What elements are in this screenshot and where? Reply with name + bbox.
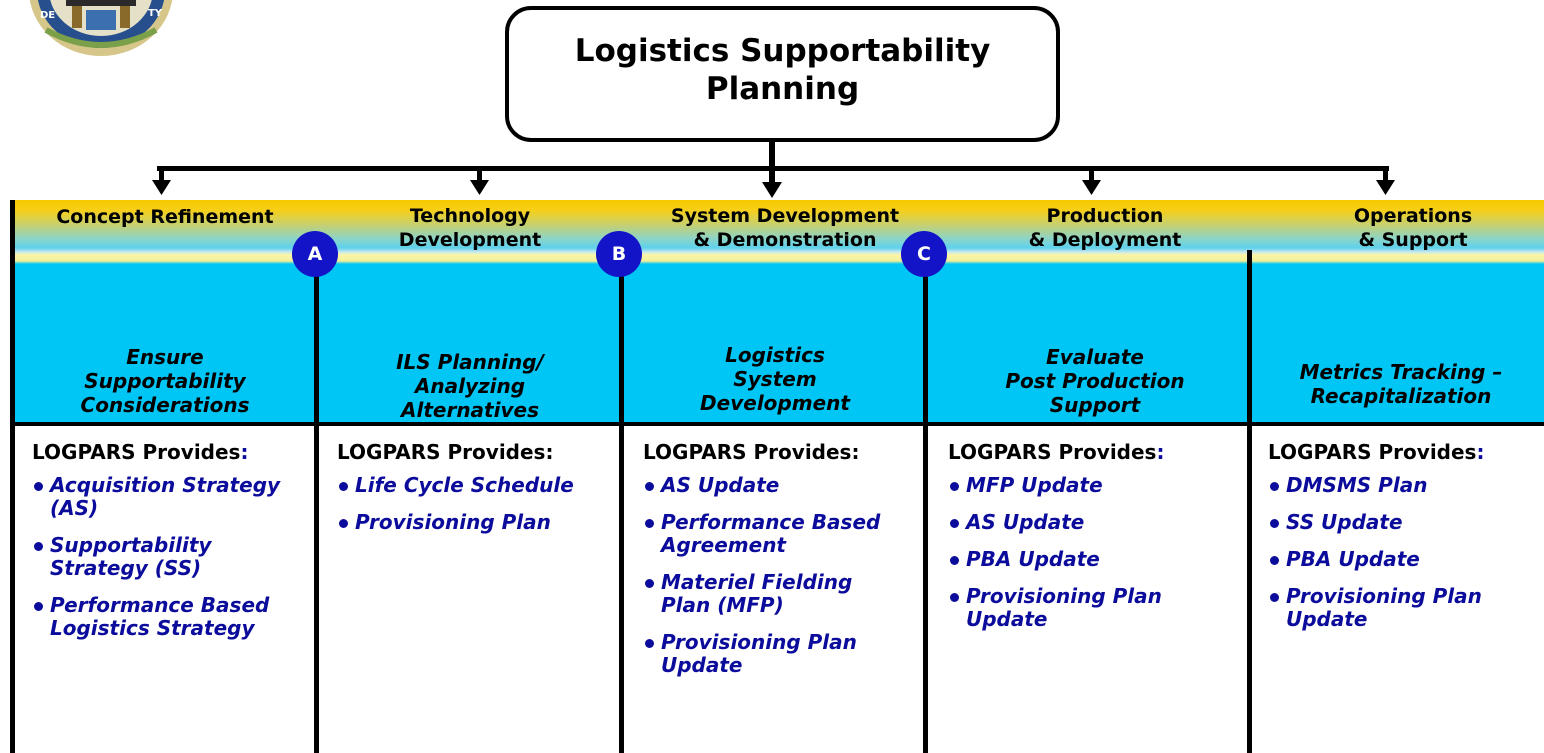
list-item: DMSMS Plan bbox=[1268, 474, 1542, 497]
activity-ensure-supportability: Ensure Supportability Considerations bbox=[80, 345, 250, 417]
activity-evaluate-post-production: Evaluate Post Production Support bbox=[1005, 345, 1185, 417]
provides-column-system-development: LOGPARS Provides: AS Update Performance … bbox=[643, 440, 921, 691]
provides-column-concept-refinement: LOGPARS Provides: Acquisition Strategy (… bbox=[32, 440, 314, 654]
list-item: Performance Based Logistics Strategy bbox=[32, 594, 314, 640]
list-item: PBA Update bbox=[1268, 548, 1542, 571]
phase-band bbox=[10, 200, 1544, 424]
phase-header-system-development: System Development & Demonstration bbox=[670, 205, 900, 251]
list-item: SS Update bbox=[1268, 511, 1542, 534]
milestone-b: B bbox=[596, 231, 642, 277]
list-item: AS Update bbox=[948, 511, 1244, 534]
activity-ils-planning: ILS Planning/ Analyzing Alternatives bbox=[396, 350, 544, 422]
provides-column-operations-support: LOGPARS Provides: DMSMS Plan SS Update P… bbox=[1268, 440, 1542, 645]
phase-header-production-deployment: Production & Deployment bbox=[1028, 205, 1182, 251]
diagram-title: Logistics Supportability Planning bbox=[574, 33, 991, 107]
arrow-down-icon bbox=[470, 180, 489, 195]
list-item: Materiel Fielding Plan (MFP) bbox=[643, 571, 921, 617]
list-item: Provisioning Plan bbox=[337, 511, 617, 534]
provides-area bbox=[10, 424, 1544, 753]
phase-header-operations-support: Operations & Support bbox=[1353, 205, 1473, 251]
list-item: AS Update bbox=[643, 474, 921, 497]
arrow-down-icon bbox=[762, 182, 782, 198]
arrow-down-icon bbox=[152, 180, 171, 195]
list-item: Supportability Strategy (SS) bbox=[32, 534, 314, 580]
list-item: Provisioning Plan Update bbox=[1268, 585, 1542, 631]
provides-heading: LOGPARS Provides: bbox=[32, 440, 249, 464]
provides-column-technology-development: LOGPARS Provides: Life Cycle Schedule Pr… bbox=[337, 440, 617, 548]
provides-heading: LOGPARS Provides: bbox=[337, 440, 554, 464]
trunk-line bbox=[769, 140, 775, 166]
milestone-a: A bbox=[292, 231, 338, 277]
phase-header-concept-refinement: Concept Refinement bbox=[56, 206, 274, 228]
svg-text:TY: TY bbox=[148, 8, 163, 19]
provides-heading: LOGPARS Provides: bbox=[1268, 440, 1485, 464]
connector-tree bbox=[152, 140, 1395, 198]
activity-metrics-tracking: Metrics Tracking – Recapitalization bbox=[1299, 360, 1503, 408]
divider-3 bbox=[923, 276, 928, 753]
activity-logistics-system-development: Logistics System Development bbox=[700, 343, 850, 415]
provides-heading: LOGPARS Provides: bbox=[948, 440, 1165, 464]
list-item: Provisioning Plan Update bbox=[643, 631, 921, 677]
milestone-c: C bbox=[901, 231, 947, 277]
list-item: Provisioning Plan Update bbox=[948, 585, 1244, 631]
department-seal-logo: DE TY bbox=[26, 0, 176, 56]
arrow-down-icon bbox=[1376, 180, 1395, 195]
phase-header-technology-development: Technology Development bbox=[398, 205, 542, 251]
divider-4 bbox=[1247, 250, 1252, 753]
svg-text:DE: DE bbox=[40, 10, 55, 21]
list-item: Life Cycle Schedule bbox=[337, 474, 617, 497]
provides-column-production-deployment: LOGPARS Provides: MFP Update AS Update P… bbox=[948, 440, 1244, 645]
list-item: Performance Based Agreement bbox=[643, 511, 921, 557]
divider-2 bbox=[619, 276, 624, 753]
list-item: MFP Update bbox=[948, 474, 1244, 497]
band-divider bbox=[10, 422, 1544, 426]
title-box: Logistics Supportability Planning bbox=[505, 6, 1060, 142]
list-item: PBA Update bbox=[948, 548, 1244, 571]
provides-heading: LOGPARS Provides: bbox=[643, 440, 860, 464]
left-border bbox=[10, 200, 15, 753]
arrow-down-icon bbox=[1082, 180, 1101, 195]
divider-1 bbox=[314, 276, 319, 753]
list-item: Acquisition Strategy (AS) bbox=[32, 474, 314, 520]
